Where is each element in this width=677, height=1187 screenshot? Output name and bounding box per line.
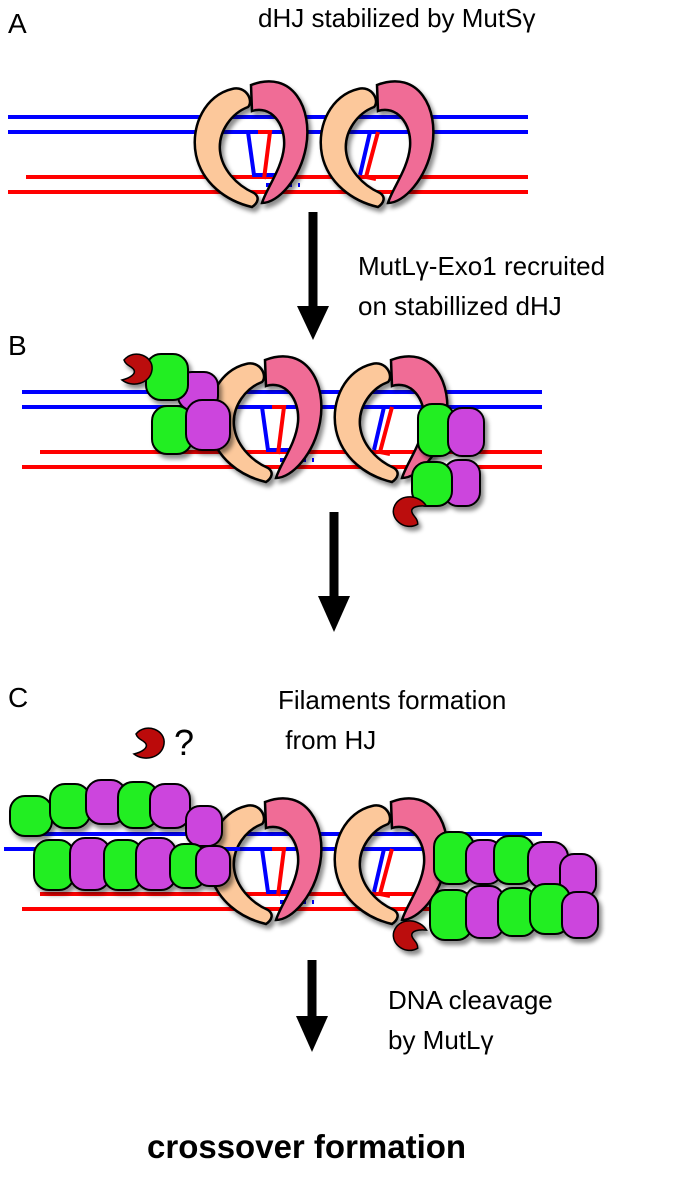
step-cleavage-line2: by MutLγ — [388, 1025, 494, 1055]
result-label: crossover formation — [147, 1128, 467, 1165]
step-recruit-line1: MutLγ-Exo1 recruited — [358, 251, 606, 281]
arrow-b-to-c — [318, 512, 350, 632]
step-cleavage-line1: DNA cleavage — [388, 985, 553, 1015]
panel-a-label: A — [8, 8, 27, 39]
panel-a-dhj — [8, 81, 528, 207]
arrow-a-to-b — [297, 212, 329, 340]
panel-b-mutlg-left — [121, 353, 231, 455]
panel-b-label: B — [8, 330, 27, 361]
question-mark: ? — [174, 722, 195, 763]
free-exo1 — [133, 727, 165, 759]
arrow-c-to-result — [296, 960, 328, 1052]
panel-c-filament-right — [388, 831, 599, 956]
panel-c-filament-left — [9, 779, 231, 891]
panel-a-title: dHJ stabilized by MutSγ — [258, 3, 536, 33]
panel-b-mutlg-right — [388, 403, 485, 532]
step-filament-line1: Filaments formation — [278, 685, 507, 715]
step-recruit-line2: on stabillized dHJ — [358, 291, 562, 321]
panel-c-label: C — [8, 682, 29, 713]
step-filament-line2: from HJ — [278, 725, 377, 755]
